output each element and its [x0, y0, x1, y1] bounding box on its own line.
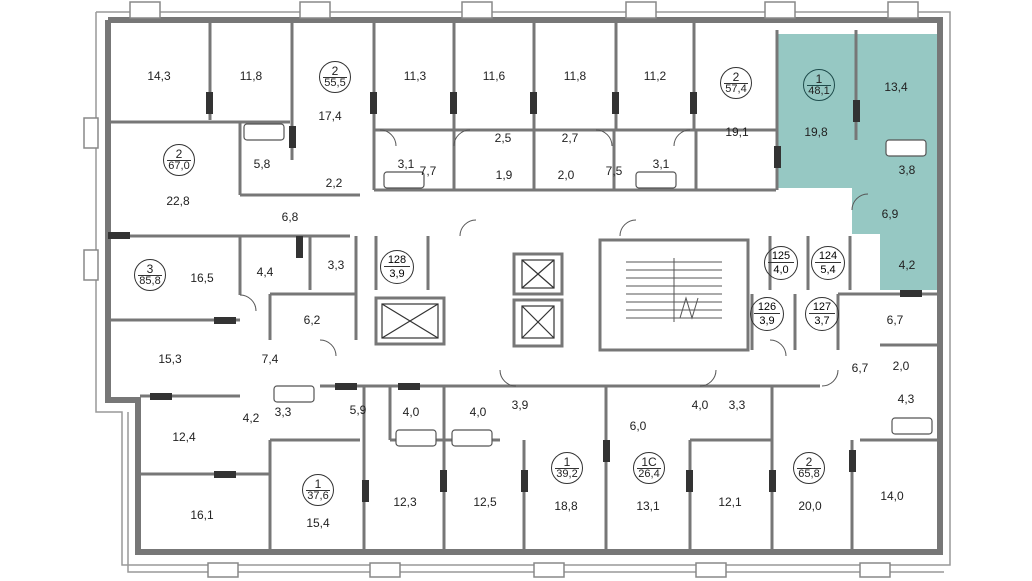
- windows: [83, 1, 919, 578]
- wall-accents: [108, 92, 922, 502]
- elevator-shafts: [381, 259, 555, 339]
- selected-apartment-fill[interactable]: [777, 34, 938, 290]
- bathtubs: [243, 123, 933, 447]
- door-swings: [239, 129, 869, 387]
- outer-walls: [105, 17, 943, 555]
- outer-frame: [95, 11, 951, 573]
- staircase: [626, 258, 722, 322]
